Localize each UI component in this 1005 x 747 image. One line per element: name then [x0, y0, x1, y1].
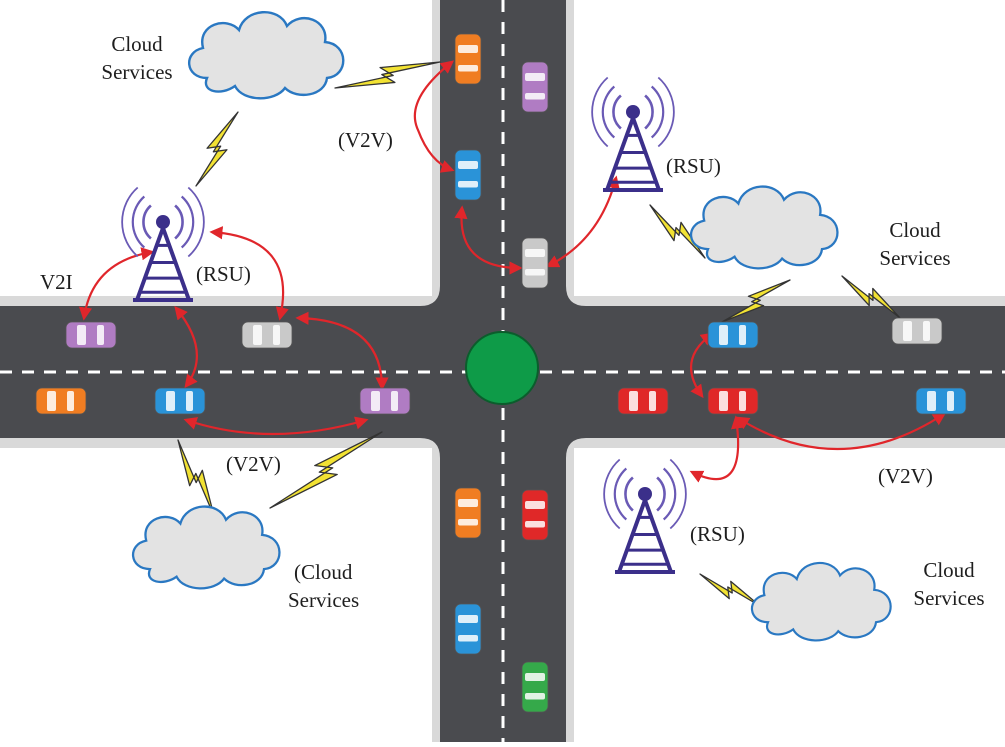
car-icon [454, 149, 482, 201]
communication-arrow [78, 247, 155, 321]
communication-arrow [454, 205, 523, 275]
communication-arrow [183, 416, 369, 436]
communication-arrow [413, 60, 455, 173]
roundabout-icon [465, 331, 539, 405]
car-icon [65, 321, 117, 349]
cloud-label-line: Cloud [889, 218, 941, 242]
v2v-label-bottom-left: (V2V) [226, 452, 281, 476]
cloud-label-line: Services [913, 586, 985, 610]
v2v-label-bottom-right: (V2V) [878, 464, 933, 488]
cloud-services-label-right: Cloud Services [860, 216, 970, 272]
communication-arrow [735, 412, 947, 451]
car-icon [521, 61, 549, 113]
vehicles [35, 33, 967, 713]
car-icon [454, 33, 482, 85]
v2v-label-top: (V2V) [338, 128, 393, 152]
lightning-link-icon [177, 439, 215, 517]
cloud-services-label-bottom-right: Cloud Services [896, 556, 1002, 612]
cloud-services-label-top-left: Cloud Services [92, 30, 182, 86]
car-icon [35, 387, 87, 415]
car-icon [154, 387, 206, 415]
rsu-tower-icon [603, 458, 687, 574]
car-icon [707, 321, 759, 349]
rsu-label-top-right: (RSU) [666, 154, 721, 178]
communication-arrow [209, 226, 289, 321]
lightning-link-icon [195, 111, 239, 187]
rsu-tower-icon [121, 186, 205, 302]
cloud-icon [750, 561, 892, 642]
cloud-label-line: (Cloud [294, 560, 353, 584]
car-icon [454, 603, 482, 655]
car-icon [915, 387, 967, 415]
lightning-link-icon [699, 573, 761, 607]
infrastructure [121, 10, 892, 642]
rsu-tower-icon [591, 76, 675, 192]
cloud-label-line: Services [879, 246, 951, 270]
cloud-services-label-bottom-left: (Cloud Services [288, 558, 398, 614]
cloud-label-line: Services [101, 60, 173, 84]
lightning-link-icon [334, 61, 441, 89]
communication-arrow [690, 332, 715, 399]
rsu-label-left: (RSU) [196, 262, 251, 286]
car-icon [617, 387, 669, 415]
lightning-link-icon [721, 279, 791, 323]
rsu-label-bottom-right: (RSU) [690, 522, 745, 546]
cloud-icon [689, 185, 839, 270]
v2i-label: V2I [40, 270, 73, 294]
cloud-icon [131, 505, 281, 590]
car-icon [707, 387, 759, 415]
cloud-label-line: Cloud [923, 558, 975, 582]
cloud-label-line: Services [288, 588, 360, 612]
lightning-link-icon [269, 431, 383, 509]
car-icon [241, 321, 293, 349]
communication-arrow [295, 311, 389, 391]
car-icon [359, 387, 411, 415]
lightning-link-icon [649, 204, 706, 259]
communication-arrow [689, 415, 745, 483]
car-icon [521, 661, 549, 713]
car-icon [891, 317, 943, 345]
communication-arrow [174, 305, 198, 389]
car-icon [521, 237, 549, 289]
car-icon [521, 489, 549, 541]
car-icon [454, 487, 482, 539]
cloud-icon [188, 10, 345, 100]
cloud-label-line: Cloud [111, 32, 163, 56]
